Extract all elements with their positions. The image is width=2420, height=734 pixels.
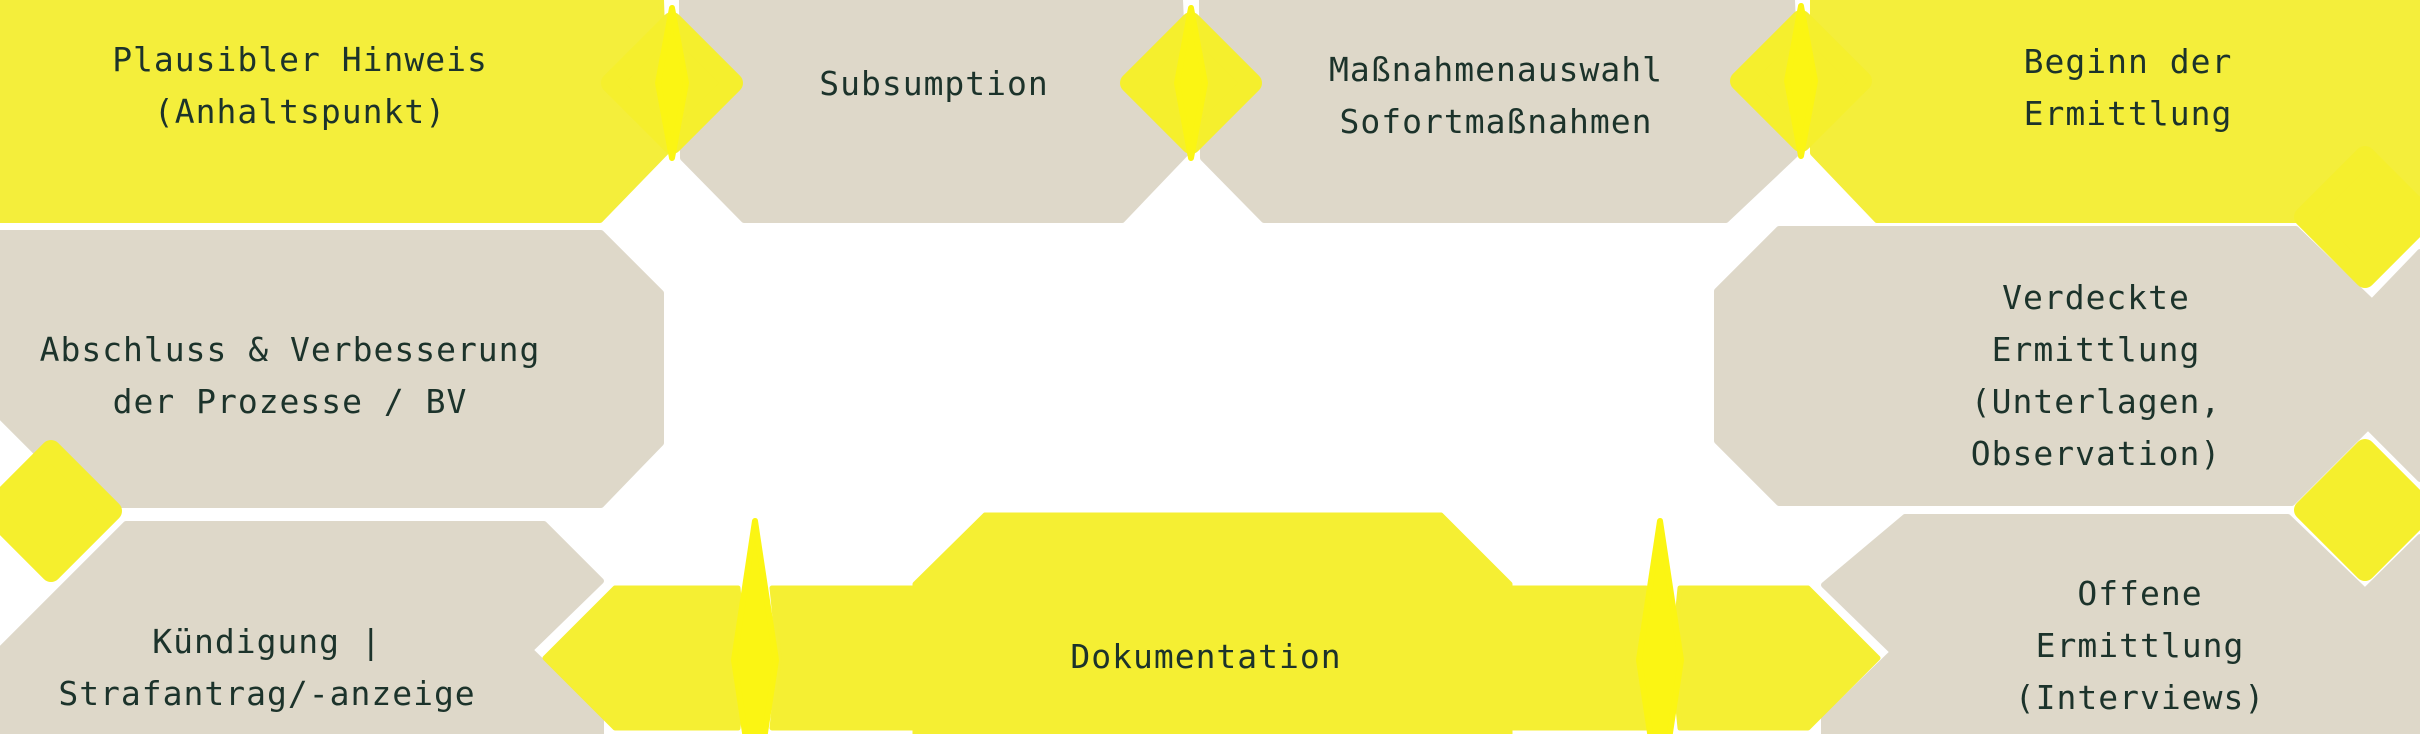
node-label-verdeckte-ermittlung: Verdeckte Ermittlung (Unterlagen, Observ… bbox=[1970, 278, 2222, 473]
node-shape-verdeckte-ermittlung bbox=[1714, 226, 2420, 506]
node-shape-plausibler-hinweis bbox=[0, 0, 669, 223]
seam-kite-hinweis-subsumption bbox=[655, 5, 689, 161]
node-label-beginn-der-ermittlung: Beginn der Ermittlung bbox=[2023, 42, 2233, 133]
node-shape-dokumentation bbox=[912, 512, 1513, 734]
node-label-plausibler-hinweis: Plausibler Hinweis (Anhaltspunkt) bbox=[112, 40, 488, 131]
node-label-subsumption: Subsumption bbox=[819, 64, 1049, 103]
seam-kite-band-right bbox=[1636, 518, 1684, 734]
node-shape-offene-ermittlung bbox=[1821, 514, 2420, 734]
node-label-kuendigung: Kündigung | Strafantrag/-anzeige bbox=[58, 622, 476, 713]
flow-band-left-segment bbox=[542, 585, 748, 731]
node-shape-subsumption bbox=[679, 0, 1190, 223]
node-label-abschluss: Abschluss & Verbesserung der Prozesse / … bbox=[39, 330, 541, 421]
node-shape-massnahmenauswahl bbox=[1199, 0, 1801, 223]
node-shape-abschluss bbox=[0, 230, 664, 508]
connector-diamond-right-upper bbox=[2294, 146, 2420, 288]
node-shape-kuendigung bbox=[0, 521, 604, 734]
connector-diamond-right-lower bbox=[2294, 439, 2420, 581]
seam-kite-massnahmen-beginn bbox=[1784, 3, 1818, 159]
node-label-dokumentation: Dokumentation bbox=[1070, 637, 1342, 676]
connector-diamond-left-edge bbox=[0, 440, 122, 582]
seam-kite-band-left bbox=[731, 518, 779, 734]
node-label-massnahmenauswahl: Maßnahmenauswahl Sofortmaßnahmen bbox=[1329, 50, 1663, 141]
node-label-offene-ermittlung: Offene Ermittlung (Interviews) bbox=[2014, 574, 2266, 717]
seam-kite-subsumption-massnahmen bbox=[1174, 5, 1208, 161]
